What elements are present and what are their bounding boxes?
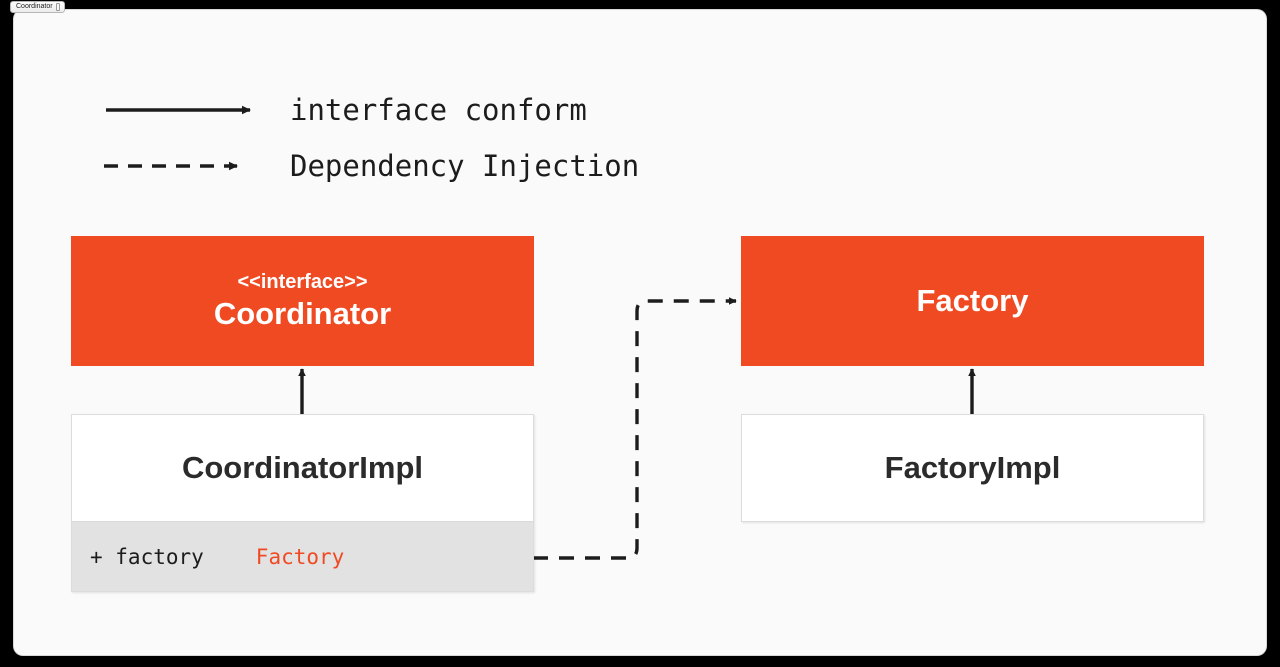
node-factory-impl-header: FactoryImpl: [741, 414, 1204, 522]
node-coordinator[interactable]: <<interface>> Coordinator: [71, 236, 534, 366]
node-coordinator-impl[interactable]: CoordinatorImpl + factory Factory: [71, 414, 534, 592]
dashed-arrow-icon: [104, 161, 238, 171]
tab-coordinator-label: Coordinator: [16, 2, 53, 10]
edge-coordinatorimpl-injects-factory: [533, 297, 737, 560]
legend: interface conform Dependency Injection: [90, 82, 790, 194]
node-coordinator-stereotype: <<interface>>: [237, 271, 368, 293]
tab-strip: Coordinator: [10, 0, 65, 13]
node-coordinator-title: Coordinator: [213, 296, 392, 331]
node-coordinator-impl-header: CoordinatorImpl: [71, 414, 534, 522]
attribute-type-factory: Factory: [255, 544, 345, 569]
legend-item-interface-conform: interface conform: [90, 82, 790, 138]
node-factory[interactable]: Factory: [741, 236, 1204, 366]
legend-label-interface-conform: interface conform: [290, 93, 587, 127]
node-coordinator-impl-title: CoordinatorImpl: [181, 450, 424, 485]
tab-coordinator[interactable]: Coordinator: [10, 0, 65, 13]
legend-item-dependency-injection: Dependency Injection: [90, 138, 790, 194]
solid-arrow-icon: [106, 105, 251, 115]
node-factory-header: Factory: [741, 236, 1204, 366]
tab-marker-icon[interactable]: [55, 2, 60, 11]
node-coordinator-impl-attributes: + factory Factory: [71, 522, 534, 592]
attribute-name-factory: + factory: [90, 544, 204, 569]
legend-label-dependency-injection: Dependency Injection: [290, 149, 640, 183]
diagram-canvas: interface conform Dependency Injection <: [14, 10, 1266, 655]
node-factory-title: Factory: [916, 283, 1029, 318]
node-factory-impl-title: FactoryImpl: [884, 450, 1061, 485]
node-coordinator-header: <<interface>> Coordinator: [71, 236, 534, 366]
node-factory-impl[interactable]: FactoryImpl: [741, 414, 1204, 522]
attribute-row-factory: + factory Factory: [90, 544, 515, 570]
